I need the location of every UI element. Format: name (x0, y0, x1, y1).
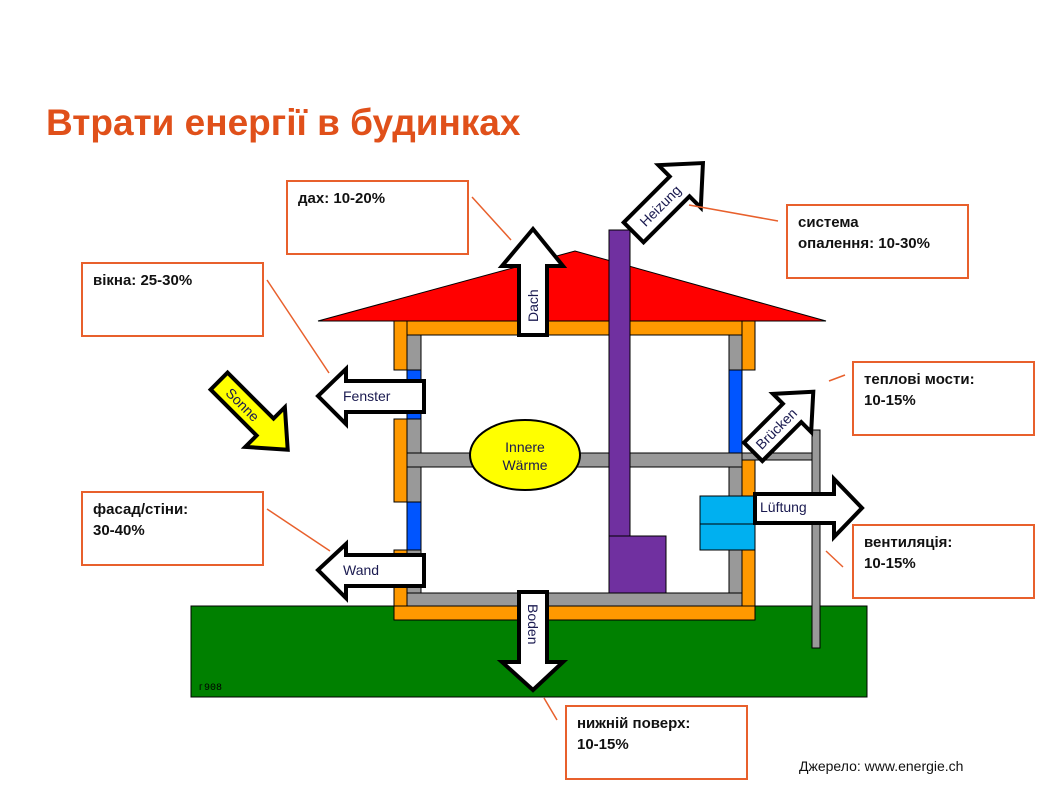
roof (317, 250, 827, 322)
leader-ventilation (825, 550, 844, 568)
callout-roof-line1: дах: 10-20% (298, 190, 386, 207)
leader-bridges (828, 374, 846, 382)
insulation-bottom (393, 605, 756, 621)
callout-bridges: теплові мости: 10-15% (852, 361, 1035, 436)
boiler (608, 535, 667, 594)
insulation-right-upper (741, 320, 756, 371)
boden-arrow: Boden (496, 590, 569, 693)
callout-ventilation-line2: 10-15% (864, 555, 916, 572)
balcony-post (811, 429, 821, 649)
fenster-label: Fenster (343, 388, 391, 404)
lueftung-arrow: Lüftung (753, 474, 865, 542)
window-right-upper (728, 369, 743, 454)
callout-floor-line2: 10-15% (577, 736, 629, 753)
fenster-arrow: Fenster (315, 364, 426, 429)
callout-floor-line1: нижній поверх: (577, 715, 691, 732)
callout-walls-line1: фасад/стіни: (93, 501, 189, 518)
callout-bridges-line1: теплові мости: (864, 371, 975, 388)
callout-heating-line1: система (798, 214, 859, 231)
sonne-arrow: Sonne (207, 369, 290, 452)
dach-arrow: Dach (497, 225, 568, 337)
callout-heating-line2: опалення: 10-30% (798, 235, 930, 252)
ground-mark: ᴦ908 (198, 683, 222, 694)
leader-floor (543, 697, 558, 721)
callout-roof: дах: 10-20% (286, 180, 469, 255)
callout-walls-line2: 30-40% (93, 522, 145, 539)
insulation-top (393, 320, 756, 336)
leader-windows (266, 279, 330, 374)
inner-heat-line2: Wärme (502, 457, 547, 473)
ventilation-unit-top (699, 495, 756, 525)
floor-slab-bottom (406, 592, 743, 607)
callout-floor: нижній поверх: 10-15% (565, 705, 748, 780)
insulation-left-upper (393, 320, 408, 371)
insulation-left-mid (393, 418, 408, 503)
inner-heat-ellipse (469, 419, 581, 491)
lueftung-label: Lüftung (760, 499, 807, 515)
boden-label: Boden (525, 604, 541, 644)
callout-heating: система опалення: 10-30% (786, 204, 969, 279)
wand-label: Wand (343, 562, 379, 578)
ventilation-unit-bottom (699, 523, 756, 551)
callout-walls: фасад/стіни: 30-40% (81, 491, 264, 566)
leader-roof (471, 196, 512, 241)
callout-windows: вікна: 25-30% (81, 262, 264, 337)
page-title: Втрати енергії в будинках (46, 102, 521, 143)
callout-ventilation-line1: вентиляція: (864, 534, 953, 551)
leader-heating (688, 204, 779, 222)
inner-heat-line1: Innere (505, 439, 545, 455)
callout-windows-line1: вікна: 25-30% (93, 272, 193, 289)
wand-arrow: Wand (315, 539, 426, 603)
leader-walls (266, 508, 331, 552)
source-credit: Джерело: www.energie.ch (799, 758, 964, 774)
dach-label: Dach (525, 289, 541, 322)
window-left-lower (406, 501, 422, 551)
callout-bridges-line2: 10-15% (864, 392, 916, 409)
callout-ventilation: вентиляція: 10-15% (852, 524, 1035, 599)
